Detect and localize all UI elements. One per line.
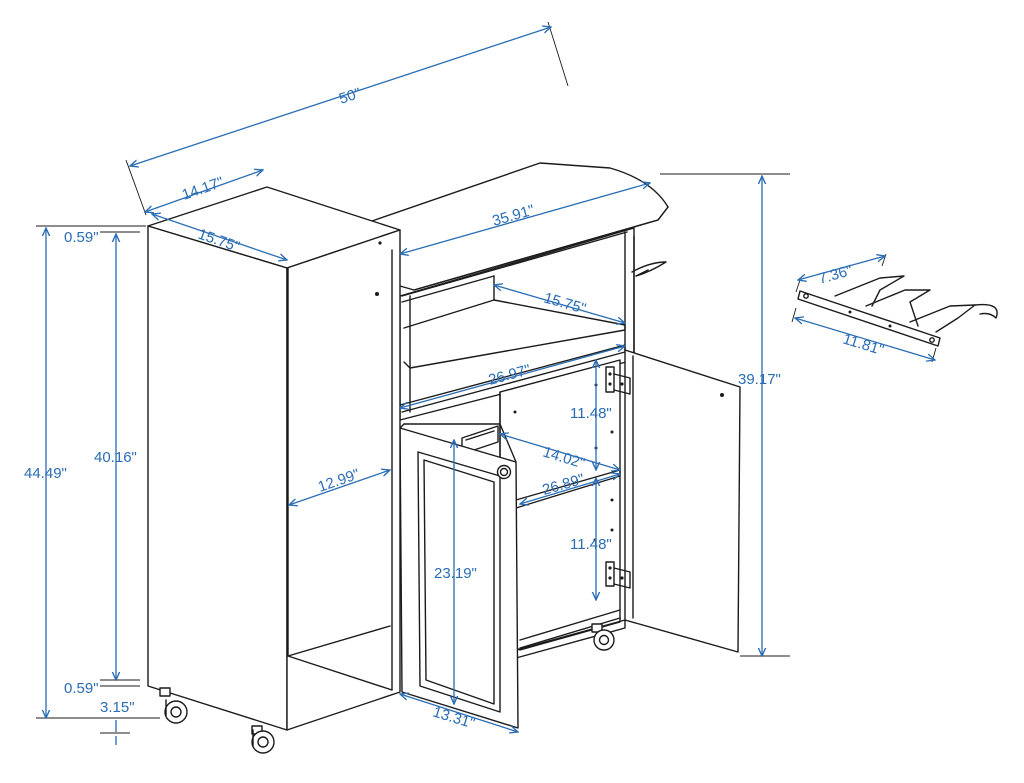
label-compartment-height-upper: 11.48"	[570, 405, 612, 422]
hinge-lower	[605, 561, 631, 589]
label-rack-width: 7.36"	[816, 262, 854, 288]
label-overall-height: 39.17"	[738, 371, 781, 388]
label-overall-width: 50"	[337, 85, 363, 108]
caster-wheel-front-left	[159, 687, 188, 724]
extension-lines	[36, 21, 937, 734]
left-tower	[147, 186, 401, 731]
label-rack-length: 11.81"	[841, 331, 886, 359]
label-tower-total-height: 44.49"	[24, 465, 67, 482]
right-door-open	[605, 349, 741, 653]
label-top-thickness: 0.59"	[64, 229, 99, 246]
caster-wheel-back	[591, 623, 615, 651]
label-tower-inner-height: 40.16"	[94, 449, 137, 466]
label-tower-depth: 14.17"	[180, 174, 226, 204]
label-compartment-height-lower: 11.48"	[570, 536, 612, 553]
label-bottom-thickness: 0.59"	[64, 680, 99, 697]
dimension-lines	[46, 27, 935, 745]
label-door-height: 23.19"	[434, 565, 477, 582]
caster-wheel-front-right	[251, 725, 275, 754]
label-wheel-height: 3.15"	[100, 699, 135, 716]
iron-rack	[797, 275, 998, 347]
